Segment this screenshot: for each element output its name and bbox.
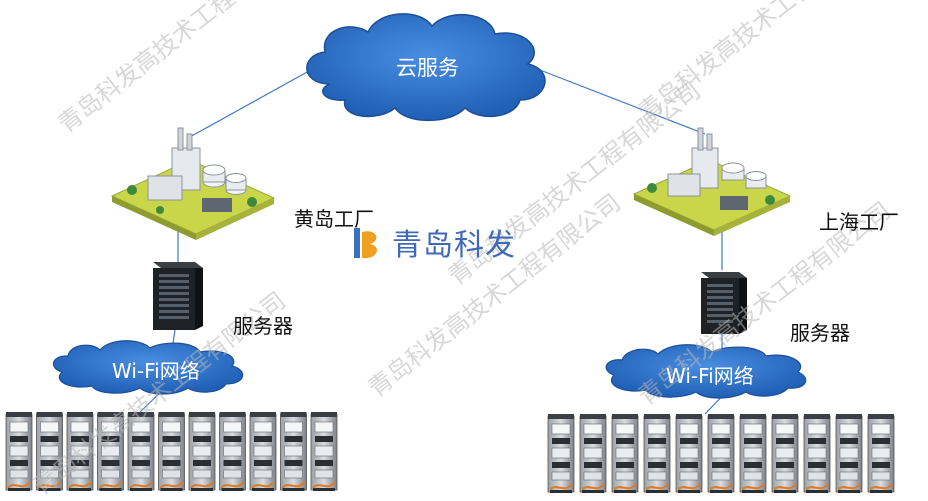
equipment-rack-icon [97,412,124,491]
equipment-rack-icon [66,412,94,491]
link-cloud-left [187,65,319,139]
cloud-service-label: 云服务 [396,56,459,80]
wifi-network-label-right: Wi-Fi网络 [666,364,754,388]
equipment-rack-icon [5,412,33,491]
wifi-cloud-left-icon [52,340,244,395]
factory-left-icon [110,127,276,240]
equipment-rack-icon [158,412,185,491]
server-label-right: 服务器 [790,321,850,345]
server-right-icon [701,272,747,334]
equipment-rack-icon [611,414,639,493]
cloud-icon [306,13,546,122]
factory-right-icon [632,127,792,236]
equipment-rack-icon [249,412,277,491]
equipment-rack-icon [867,414,895,493]
equipment-rack-icon [803,414,831,493]
equipment-rack-icon [707,414,735,493]
equipment-rack-icon [310,412,338,491]
equipment-rack-icon [280,412,307,491]
equipment-rack-icon [579,414,607,493]
equipment-rack-icon [219,412,246,491]
equipment-rack-icon [835,414,863,493]
equipment-rack-icon [188,412,216,491]
rack-group-left [5,412,338,491]
equipment-rack-icon [643,414,671,493]
company-logo: 青岛科发 [352,222,516,263]
equipment-rack-icon [739,414,767,493]
server-left-icon [153,262,203,330]
equipment-rack-icon [36,412,63,491]
server-label-left: 服务器 [233,314,293,338]
wifi-cloud-right-icon [605,344,807,399]
logo-text: 青岛科发 [392,228,516,263]
equipment-rack-icon [771,414,799,493]
wifi-network-label-left: Wi-Fi网络 [112,359,200,383]
equipment-rack-icon [675,414,703,493]
link-cloud-right [539,69,706,135]
rack-group-right [547,414,895,493]
logo-mark-icon [352,222,386,262]
factory-label-shanghai: 上海工厂 [819,210,899,234]
factory-label-huangdao: 黄岛工厂 [294,207,374,231]
equipment-rack-icon [127,412,155,491]
equipment-rack-icon [547,414,575,493]
